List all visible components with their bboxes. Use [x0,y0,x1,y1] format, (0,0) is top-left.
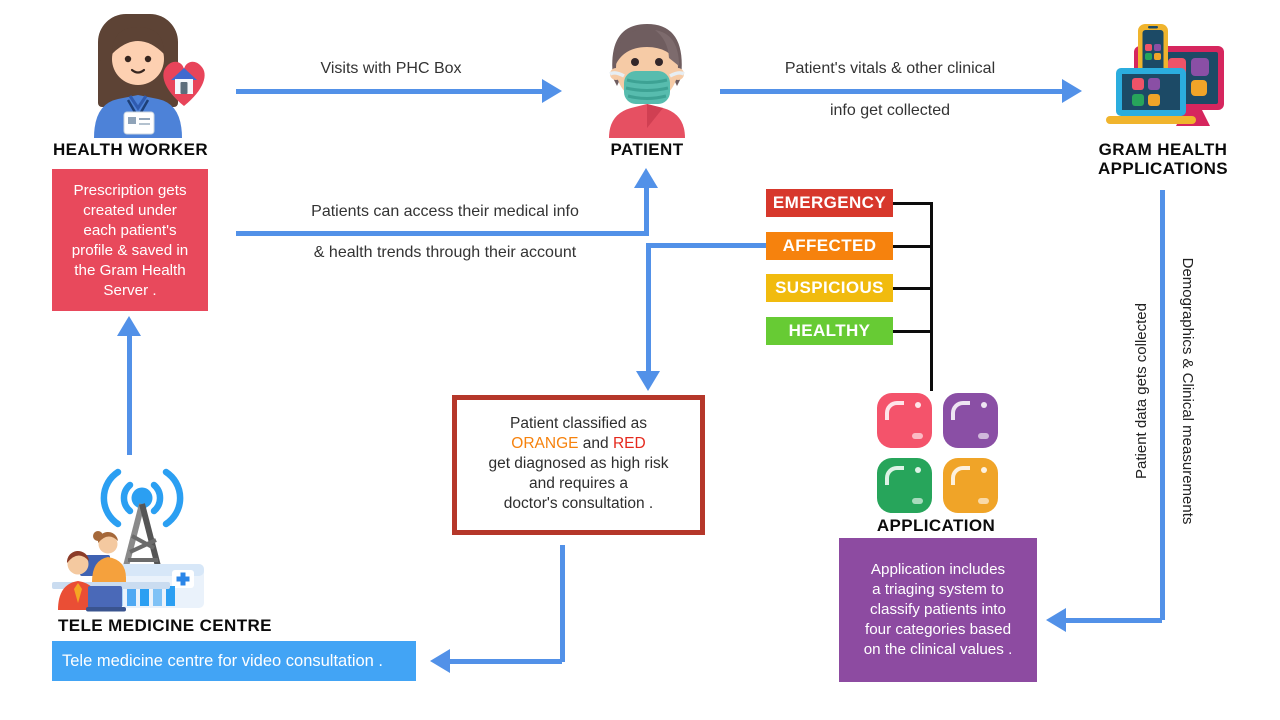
patient-label: PATIENT [610,140,684,159]
affected-line-vertical [646,243,651,373]
data-collection-arrowhead-icon [1046,608,1066,632]
bracket-stub-affected [893,245,933,248]
vitals-arrow-line [720,89,1066,94]
category-affected: AFFECTED [766,232,893,260]
health-worker-label: HEALTH WORKER [52,140,209,159]
visits-arrowhead-icon [542,79,562,103]
classified-box: Patient classified as ORANGE and RED get… [452,395,705,535]
app-tile-orange [943,458,998,513]
tile-dash-icon [978,498,989,504]
application-label: APPLICATION [876,516,996,535]
application-icon [872,390,1002,515]
tele-medicine-label: TELE MEDICINE CENTRE [58,616,272,635]
app-tile-red [877,393,932,448]
consultation-line-horizontal [448,659,562,664]
tile-highlight-icon [951,466,970,485]
data-collection-line-horizontal [1064,618,1162,623]
vitals-caption-line1: Patient's vitals & other clinical [784,60,996,77]
affected-line-horizontal [649,243,766,248]
classified-line1: Patient classified as [510,415,647,432]
tile-dash-icon [912,498,923,504]
demographics-caption: Demographics & Clinical measurements [1179,257,1196,525]
telemedicine-to-prescription-line [127,334,132,455]
category-emergency: EMERGENCY [766,189,893,217]
orange-word: ORANGE [511,435,579,452]
app-tile-green [877,458,932,513]
bracket-stub-emergency [893,202,933,205]
visits-caption: Visits with PHC Box [320,60,462,77]
classified-line2: ORANGE and RED [457,434,700,454]
app-tile-purple [943,393,998,448]
category-suspicious: SUSPICIOUS [766,274,893,302]
tile-dash-icon [978,433,989,439]
telemedicine-arrowhead-icon [117,316,141,336]
tile-highlight-icon [951,401,970,420]
access-arrowhead-icon [634,168,658,188]
bracket-vertical-line [930,202,933,391]
category-healthy: HEALTHY [766,317,893,345]
access-caption-line1: Patients can access their medical info [311,203,579,220]
tile-highlight-icon [885,466,904,485]
access-line-horizontal [236,231,649,236]
access-caption-line2: & health trends through their account [313,244,577,261]
data-collection-line [1160,190,1165,620]
health-worker-icon [68,12,213,138]
tile-highlight-icon [885,401,904,420]
gram-health-devices-icon [1098,20,1228,142]
and-word: and [578,435,613,452]
patient-icon [595,16,700,138]
red-word: RED [612,435,646,452]
tile-dot-icon [981,467,987,473]
tile-dot-icon [915,402,921,408]
tele-medicine-icon [46,452,218,614]
tile-dot-icon [981,402,987,408]
visits-arrow-line [236,89,546,94]
consultation-arrowhead-icon [430,649,450,673]
affected-arrowhead-icon [636,371,660,391]
telemedicine-bar: Tele medicine centre for video consultat… [52,641,416,681]
bracket-stub-healthy [893,330,933,333]
consultation-line-vertical [560,545,565,662]
bracket-stub-suspicious [893,287,933,290]
vitals-arrowhead-icon [1062,79,1082,103]
tile-dot-icon [915,467,921,473]
tile-dash-icon [912,433,923,439]
access-line-vertical [644,186,649,234]
vitals-caption-line2: info get collected [829,102,951,119]
patient-data-caption: Patient data gets collected [1133,303,1150,479]
